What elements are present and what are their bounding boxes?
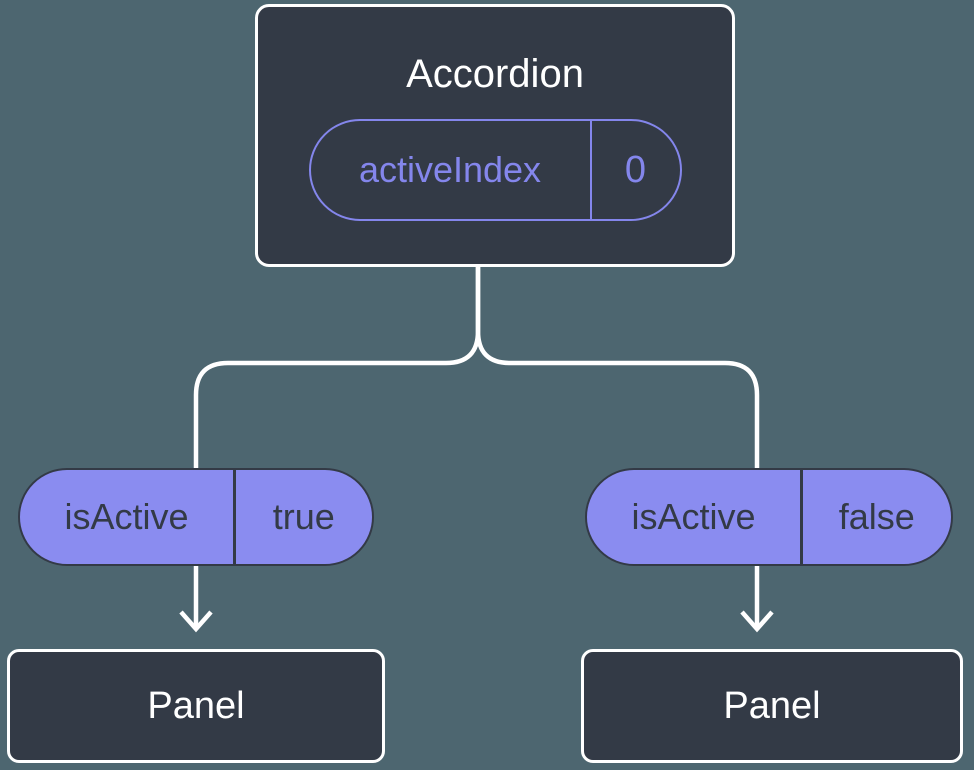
accordion-title: Accordion <box>406 52 584 96</box>
panel-node-left: Panel <box>7 649 385 763</box>
prop-pill-value: true <box>272 496 335 537</box>
state-pill-value: 0 <box>624 148 647 191</box>
prop-pill-value: false <box>838 496 915 537</box>
arrow-right-head-icon <box>740 610 774 633</box>
state-pill: activeIndex 0 <box>308 119 682 221</box>
connector-left-branch <box>193 265 481 470</box>
prop-pill-label: isActive <box>631 496 756 537</box>
panel-title: Panel <box>723 684 821 727</box>
accordion-node: Accordion activeIndex 0 <box>255 4 735 267</box>
panel-title: Panel <box>147 684 245 727</box>
prop-pill-divider <box>800 470 803 564</box>
prop-pill-right: isActive false <box>585 468 953 566</box>
arrow-left-head-icon <box>179 610 213 633</box>
prop-pill-divider <box>233 470 236 564</box>
prop-pill-left: isActive true <box>18 468 374 566</box>
prop-pill-label: isActive <box>64 496 189 537</box>
panel-node-right: Panel <box>581 649 963 763</box>
state-pill-label: activeIndex <box>358 149 542 190</box>
state-pill-divider <box>589 121 592 219</box>
connector-right-branch <box>475 265 760 470</box>
